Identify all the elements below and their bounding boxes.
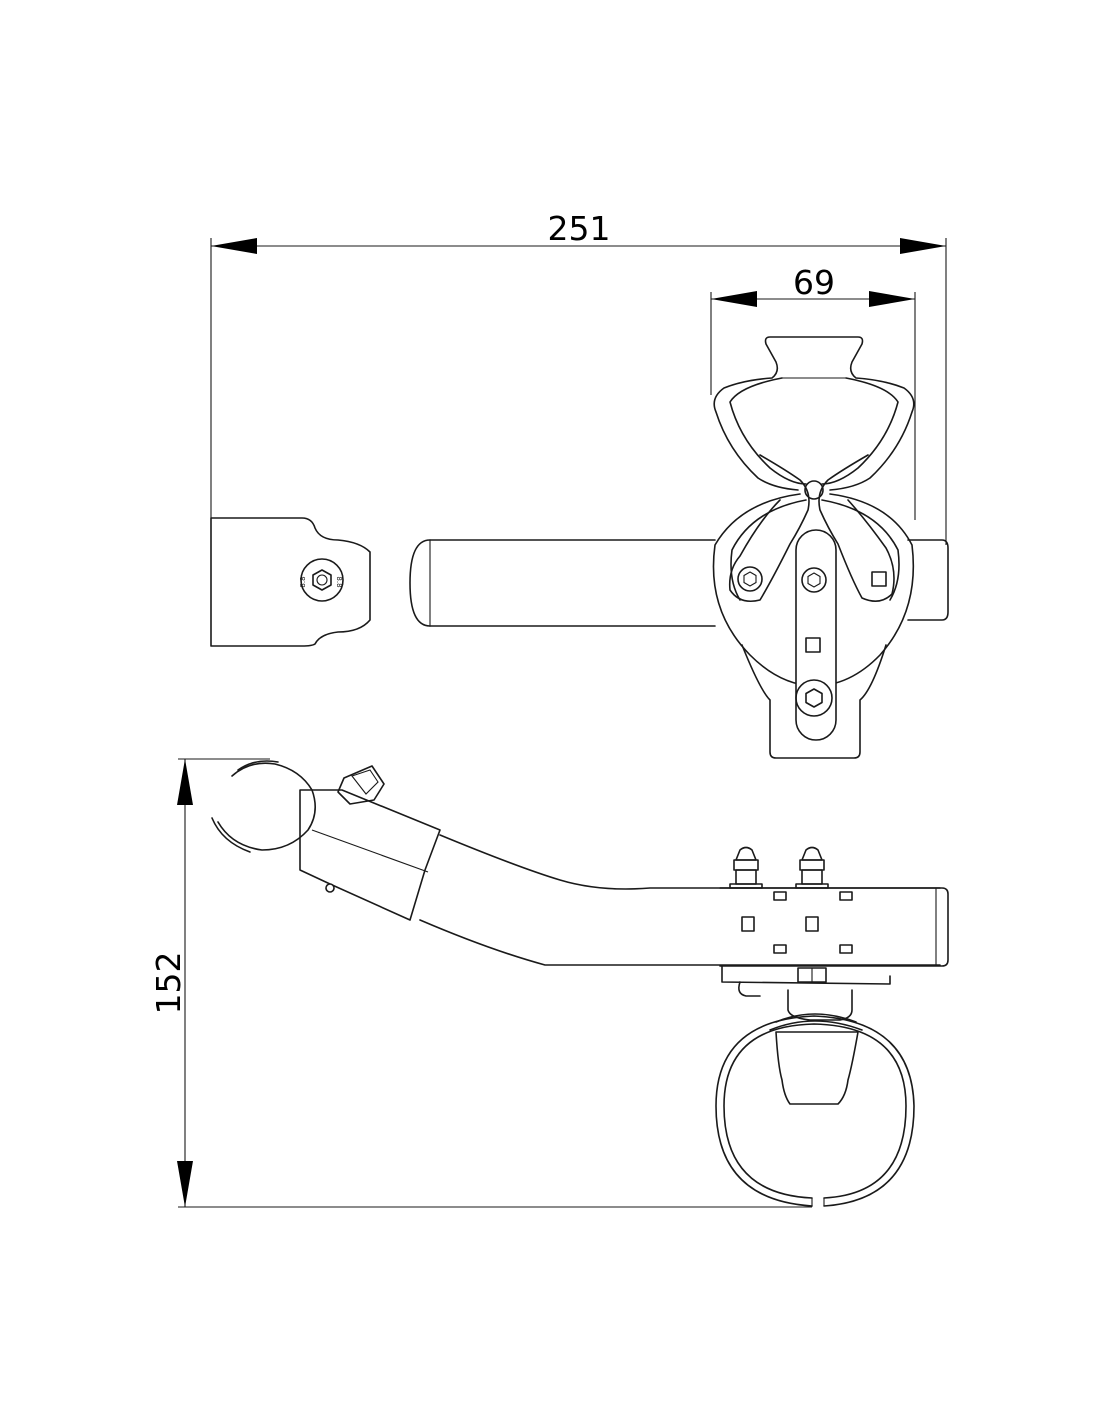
acorn-nut-right [795, 846, 829, 889]
arrowhead-right [869, 291, 915, 307]
side-bracket-pin [325, 883, 335, 893]
jaw-arm-left [728, 454, 810, 603]
split-ring-clamp [217, 762, 316, 851]
svg-text:8.8: 8.8 [299, 576, 307, 587]
ring-top-band [769, 1013, 863, 1031]
strap-bolt-bottom [795, 679, 833, 717]
dimension-overall-width: 251 [210, 209, 947, 545]
top-view: 8.8 8.8 [210, 336, 949, 759]
clamp-cradle-top [713, 336, 915, 491]
center-strap [795, 529, 837, 741]
bracket-bolt: 8.8 8.8 [299, 558, 344, 602]
jaw-pivot [804, 480, 824, 500]
large-ring [715, 1013, 915, 1207]
acorn-nut-left [729, 846, 763, 889]
right-end-cap [907, 539, 949, 621]
jaw-bolt-left [737, 566, 763, 592]
side-bracket-plate [299, 789, 441, 921]
arrowhead-left [711, 291, 757, 307]
dimension-clamp-width: 69 [710, 263, 916, 520]
arrowhead-right [900, 238, 946, 254]
arrowhead-bottom [177, 1161, 193, 1207]
side-bottom-plate [721, 965, 891, 985]
dimension-label-152: 152 [149, 952, 188, 1015]
side-end-block [719, 887, 949, 967]
bottom-nut [797, 967, 827, 983]
tube-end-cap [409, 539, 431, 627]
side-slots [741, 891, 853, 954]
side-inner-jaw [775, 1031, 859, 1105]
strap-square-hole [805, 637, 821, 653]
side-view [211, 760, 949, 1207]
arrowhead-left [211, 238, 257, 254]
strap-bolt-top [801, 567, 827, 593]
jaw-arm-right [818, 454, 895, 602]
jaw-square-hole [871, 571, 887, 587]
support-tube [429, 539, 716, 627]
clamp-cradle-inner [729, 377, 899, 485]
bent-tube [439, 834, 941, 890]
dimension-label-251: 251 [548, 209, 611, 248]
side-bracket-nut [337, 765, 385, 805]
dimension-overall-height: 152 [149, 758, 812, 1208]
end-bracket [210, 517, 371, 647]
dimension-label-69: 69 [793, 263, 835, 302]
svg-text:8.8: 8.8 [335, 576, 343, 587]
lower-bracket [741, 644, 887, 759]
arrowhead-top [177, 759, 193, 805]
side-clamp-arm [787, 989, 853, 1021]
